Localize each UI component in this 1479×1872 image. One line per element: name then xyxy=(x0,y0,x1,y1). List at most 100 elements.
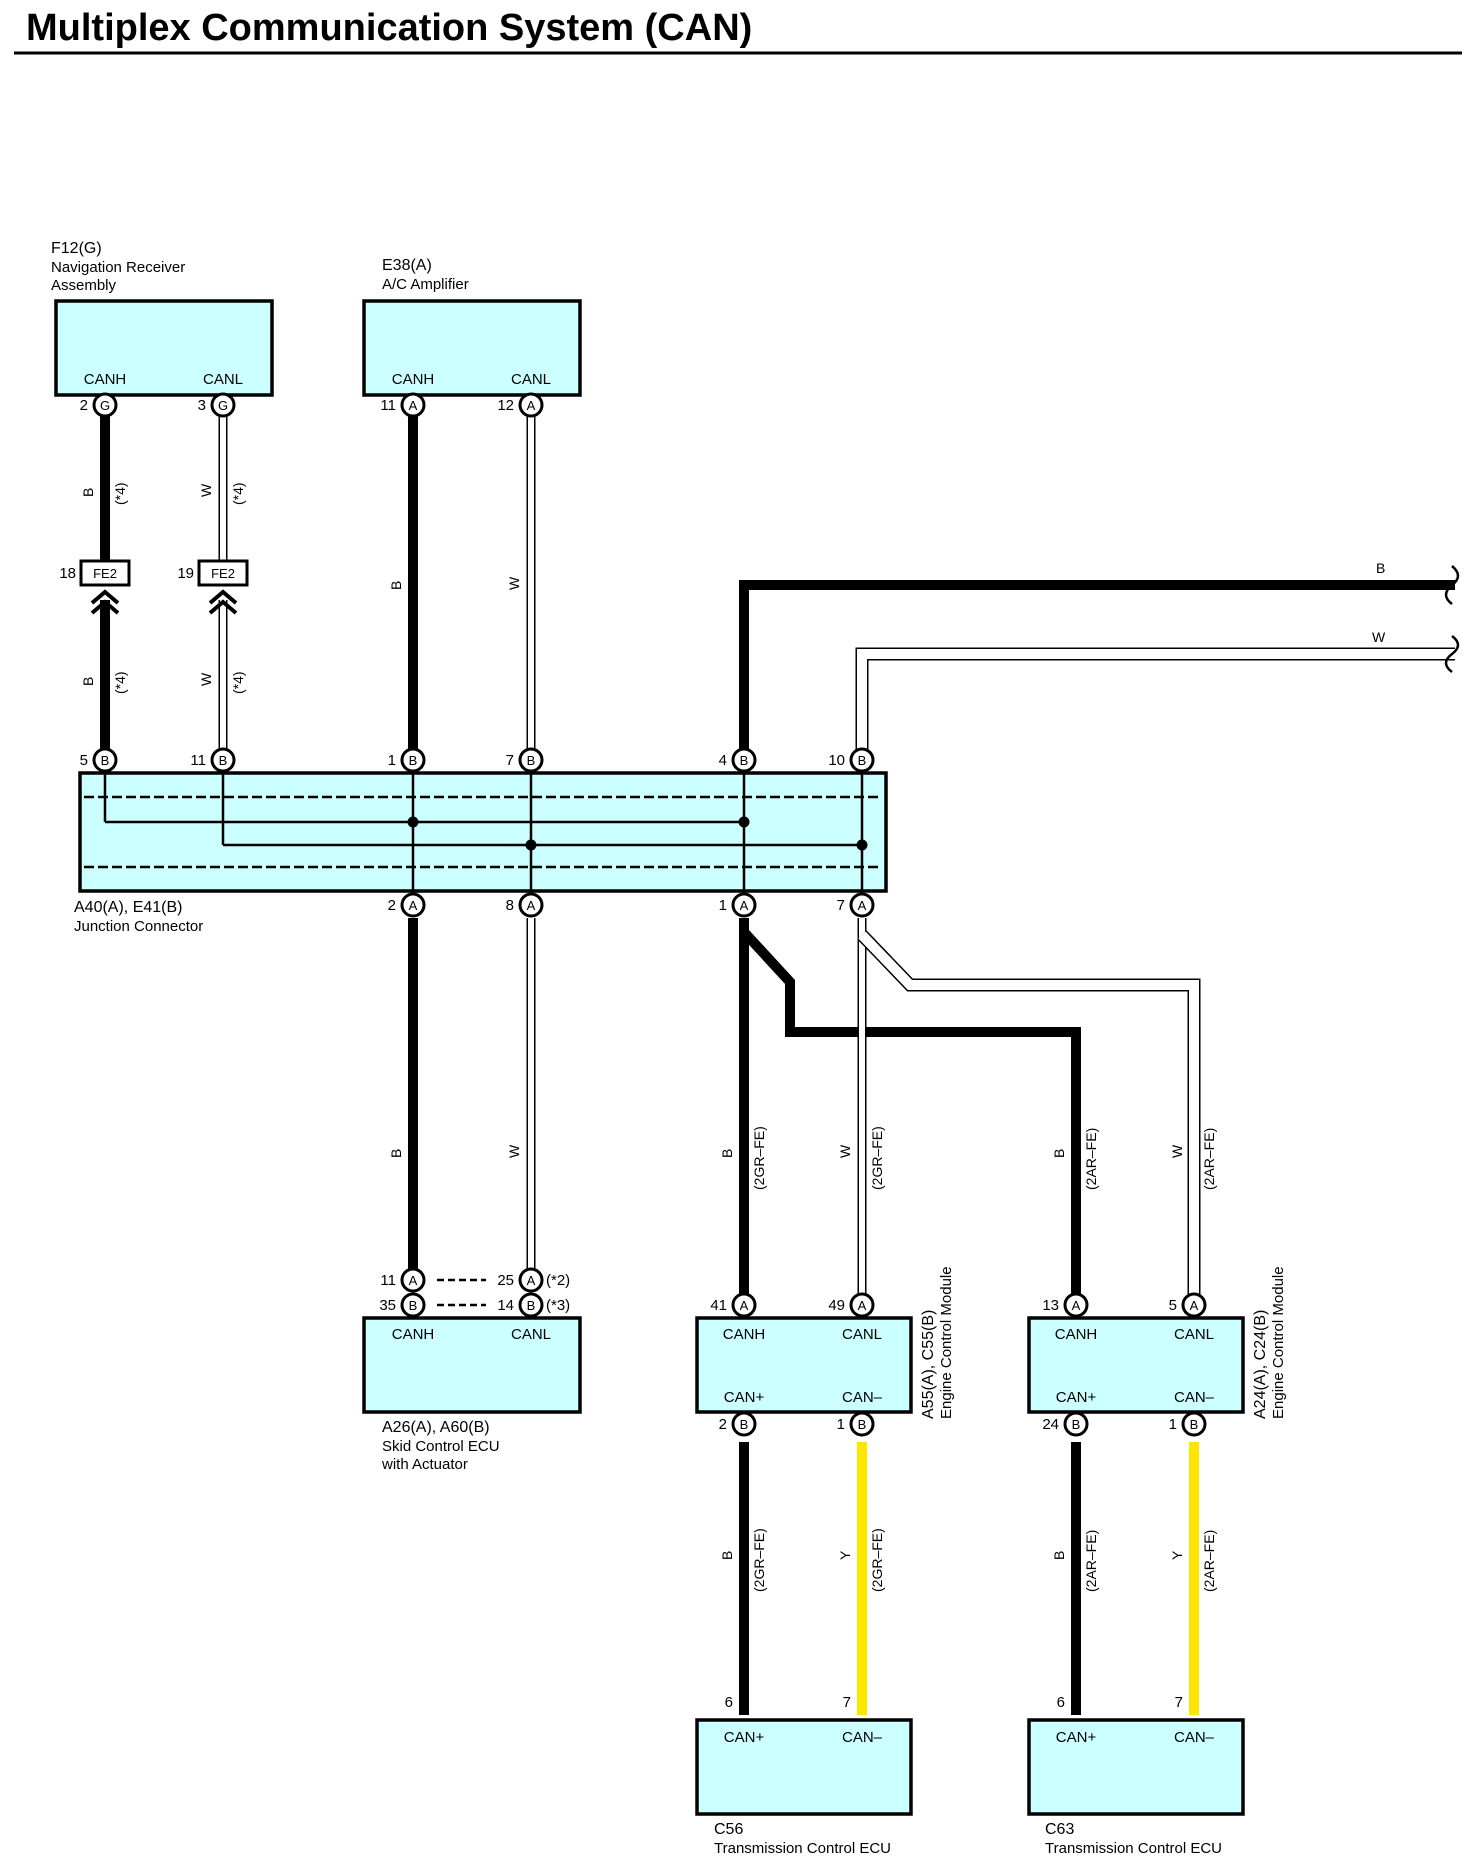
svg-text:49: 49 xyxy=(828,1297,845,1314)
svg-text:B: B xyxy=(219,753,228,768)
svg-text:A: A xyxy=(409,898,418,913)
nav-name-2: Assembly xyxy=(51,277,117,294)
tcm2-sig-canm: CAN– xyxy=(1174,1729,1215,1746)
wl-nav-canl-upper: W xyxy=(198,483,214,497)
skid-name-1: Skid Control ECU xyxy=(382,1438,500,1455)
svg-text:2: 2 xyxy=(719,1416,727,1433)
pin-ecm1-a41: A41 xyxy=(710,1292,757,1318)
pin-junction-b1: B1 xyxy=(388,747,426,773)
connector-fe2-19: FE2 19 xyxy=(177,559,249,615)
ecm1-sig-canm: CAN– xyxy=(842,1389,883,1406)
wl-ecm1-canl-note: (2GR–FE) xyxy=(869,1126,885,1190)
ecm1-sig-canp: CAN+ xyxy=(724,1389,765,1406)
svg-text:B: B xyxy=(409,753,418,768)
ecm1-sig-canl: CANL xyxy=(842,1326,882,1343)
pin-nav-2: G2 xyxy=(80,392,118,418)
tcm1-pin-2: 7 xyxy=(843,1694,851,1711)
wire-break-b xyxy=(1444,565,1460,605)
svg-text:5: 5 xyxy=(1169,1297,1177,1314)
ecm1-code: A55(A), C55(B) xyxy=(920,1310,937,1419)
wire-break-w xyxy=(1444,635,1460,673)
svg-text:35: 35 xyxy=(379,1297,396,1314)
wl-skid-canl: W xyxy=(506,1144,522,1158)
component-nav-receiver: F12(G) Navigation Receiver Assembly CANH… xyxy=(51,240,274,397)
pin-junction-b4: B4 xyxy=(719,747,757,773)
svg-text:5: 5 xyxy=(80,752,88,769)
svg-text:A: A xyxy=(409,1273,418,1288)
wl-nav-canh-upper-note: (*4) xyxy=(112,482,128,505)
component-ecm-2ar: CANH CANL CAN+ CAN– A24(A), C24(B) Engin… xyxy=(1027,1266,1287,1419)
svg-text:B: B xyxy=(527,753,536,768)
svg-text:3: 3 xyxy=(198,397,206,414)
svg-text:A: A xyxy=(858,898,867,913)
svg-text:B: B xyxy=(740,753,749,768)
wl-nav-canl-upper-note: (*4) xyxy=(230,482,246,505)
wl-nav-canl-lower: W xyxy=(198,672,214,686)
pin-skid-b35: B35 xyxy=(379,1292,426,1318)
svg-text:A: A xyxy=(858,1298,867,1313)
wl-out-b: B xyxy=(1376,560,1385,576)
wl-tcm2-canm: Y xyxy=(1169,1550,1185,1560)
fe2-pin-19: 19 xyxy=(177,565,194,582)
svg-text:10: 10 xyxy=(828,752,845,769)
svg-text:4: 4 xyxy=(719,752,727,769)
svg-text:24: 24 xyxy=(1042,1416,1059,1433)
svg-text:A: A xyxy=(1190,1298,1199,1313)
pin-ecm1-b1: B1 xyxy=(837,1411,875,1437)
wl-tcm2-canm-note: (2AR–FE) xyxy=(1201,1530,1217,1592)
wl-out-w: W xyxy=(1372,629,1386,645)
pin-junction-b7: B7 xyxy=(506,747,544,773)
page-title: Multiplex Communication System (CAN) xyxy=(26,7,752,49)
svg-text:A: A xyxy=(740,898,749,913)
wl-tcm2-canp-note: (2AR–FE) xyxy=(1083,1530,1099,1592)
svg-text:FE2: FE2 xyxy=(93,566,117,581)
svg-text:41: 41 xyxy=(710,1297,727,1314)
wl-tcm1-canm: Y xyxy=(837,1550,853,1560)
pin-ecm2-b1: B1 xyxy=(1169,1411,1207,1437)
pin-junction-a7: A7 xyxy=(837,892,875,918)
pin-junction-a2: A2 xyxy=(388,892,426,918)
wl-ac-canl: W xyxy=(506,576,522,590)
svg-text:B: B xyxy=(101,753,110,768)
pin-junction-b5: B5 xyxy=(80,747,118,773)
svg-text:G: G xyxy=(218,398,228,413)
svg-text:A: A xyxy=(1072,1298,1081,1313)
pin-junction-a1: A1 xyxy=(719,892,757,918)
pin-ecm2-a5: A5 xyxy=(1169,1292,1207,1318)
tcm1-name: Transmission Control ECU xyxy=(714,1840,891,1857)
svg-text:11: 11 xyxy=(380,1272,396,1289)
ecm1-name: Engine Control Module xyxy=(938,1266,955,1419)
wl-nav-canl-lower-note: (*4) xyxy=(230,671,246,694)
pin-junction-b10: B10 xyxy=(828,747,875,773)
svg-text:2: 2 xyxy=(388,897,396,914)
pin-ecm2-b24: B 24 xyxy=(1042,1411,1089,1437)
wl-ecm1-canh: B xyxy=(719,1149,735,1158)
svg-text:12: 12 xyxy=(497,397,514,414)
ac-sig-canh: CANH xyxy=(392,371,435,388)
ecm2-sig-canp: CAN+ xyxy=(1056,1389,1097,1406)
tcm1-sig-canm: CAN– xyxy=(842,1729,883,1746)
wl-ecm1-canh-note: (2GR–FE) xyxy=(751,1126,767,1190)
svg-text:14: 14 xyxy=(497,1297,514,1314)
component-junction-connector: A40(A), E41(B) Junction Connector xyxy=(74,771,888,935)
svg-text:2: 2 xyxy=(80,397,88,414)
pin-junction-a8: A8 xyxy=(506,892,544,918)
svg-text:B: B xyxy=(1072,1417,1081,1432)
svg-text:B: B xyxy=(740,1417,749,1432)
tcm2-sig-canp: CAN+ xyxy=(1056,1729,1097,1746)
wl-nav-canh-lower: B xyxy=(80,677,96,686)
svg-text:B: B xyxy=(858,1417,867,1432)
svg-text:11: 11 xyxy=(380,397,396,414)
svg-text:A: A xyxy=(409,398,418,413)
tcm2-pin-1: 6 xyxy=(1057,1694,1065,1711)
tcm2-pin-2: 7 xyxy=(1175,1694,1183,1711)
wl-tcm2-canp: B xyxy=(1051,1551,1067,1560)
tcm2-name: Transmission Control ECU xyxy=(1045,1840,1222,1857)
svg-text:FE2: FE2 xyxy=(211,566,235,581)
pin-circles: G2 G3 A11 A12 B5 B11 B1 B7 B4 B10 A2 A8 … xyxy=(80,392,1207,1437)
wl-ecm1-canl: W xyxy=(837,1144,853,1158)
pin-skid-b14: B14(*3) xyxy=(497,1292,570,1318)
pin-ac-11: A 11 xyxy=(380,392,426,418)
skid-code: A26(A), A60(B) xyxy=(382,1419,490,1436)
skid-sig-canh: CANH xyxy=(392,1326,435,1343)
